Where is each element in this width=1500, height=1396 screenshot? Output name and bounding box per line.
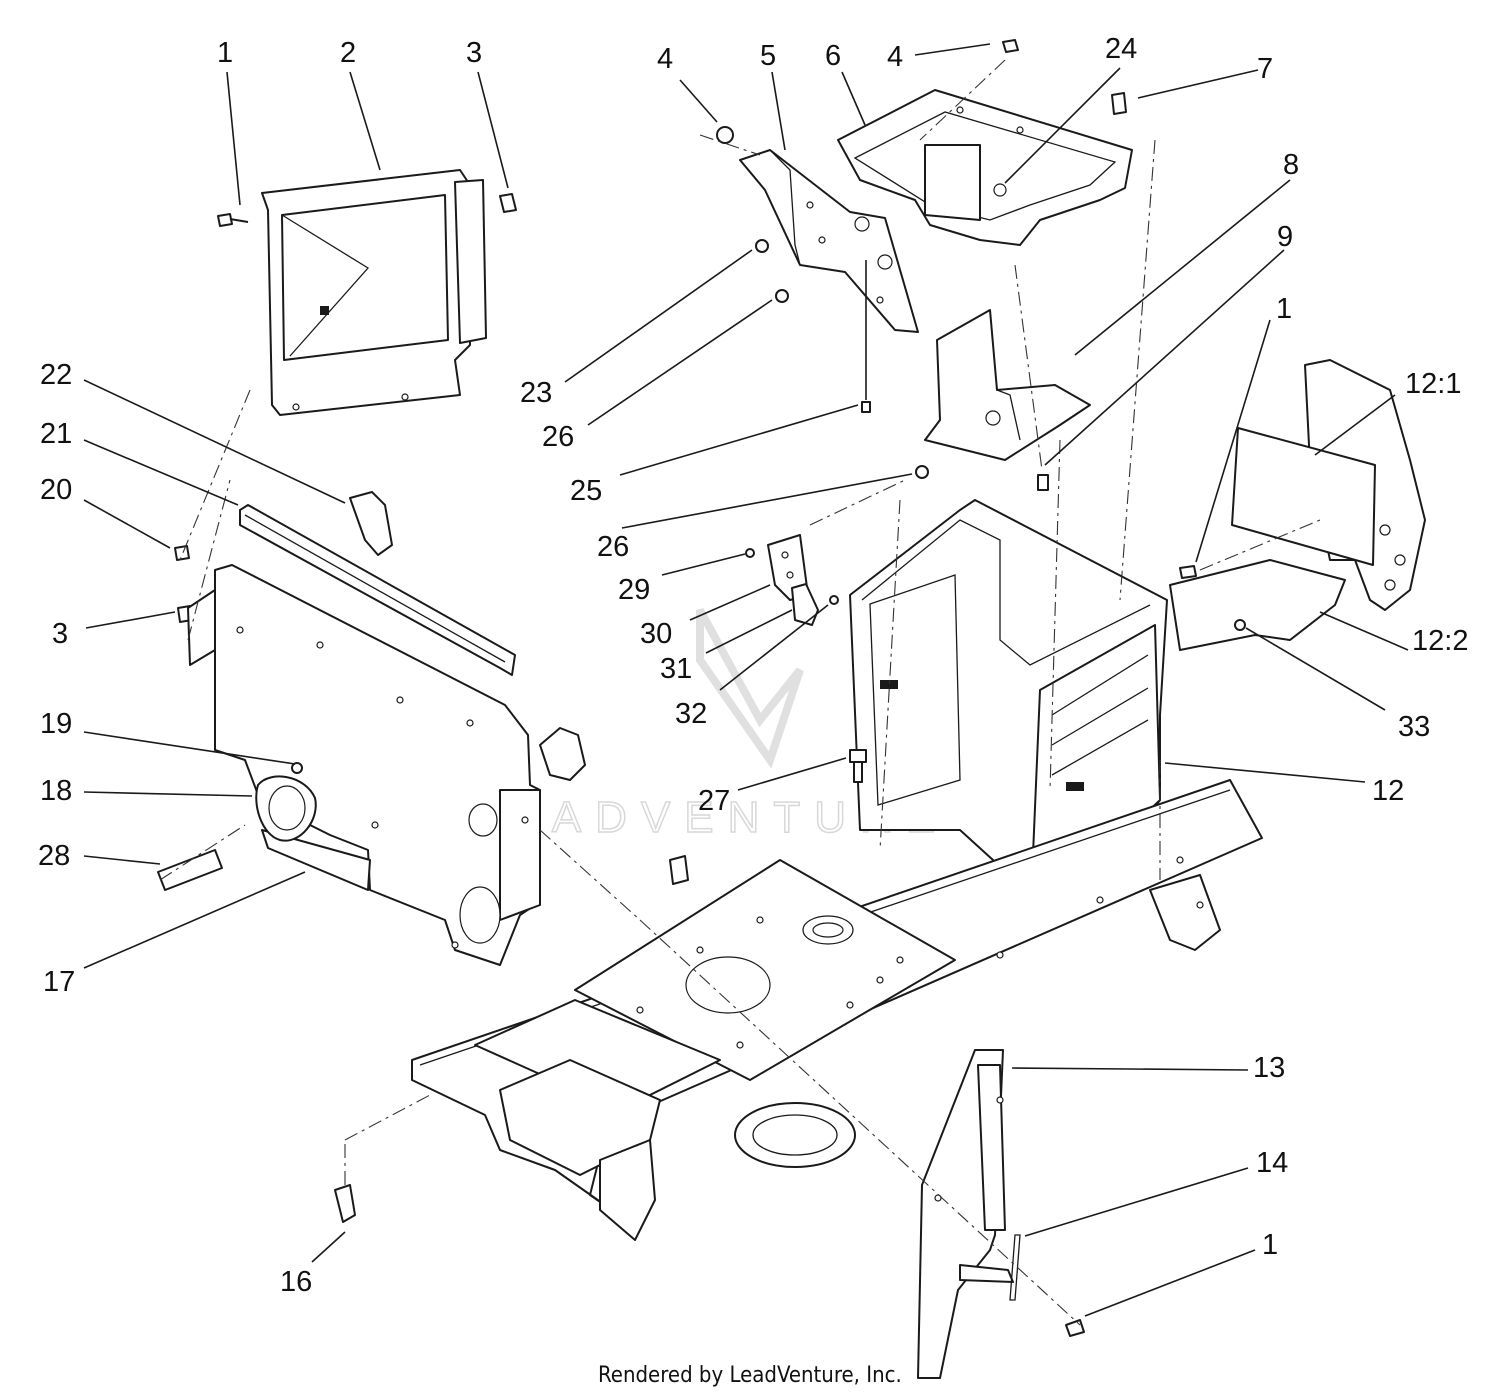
callout-13: 13 [1253,1052,1285,1084]
part-12-2-tube [1169,559,1346,651]
part-33-bolt [1234,619,1246,631]
assembly-lines [159,59,1321,1326]
callout-31: 31 [660,653,692,685]
callout-5: 5 [760,40,776,72]
part-28-spring [157,849,223,891]
part-32-screw [829,595,839,605]
main-frame [411,779,1263,1241]
callout-29: 29 [618,574,650,606]
part-3-clip [499,193,517,213]
part-14-strip [1009,1234,1021,1301]
callout-4: 4 [657,43,673,75]
callout-17: 17 [43,966,75,998]
part-8-mount-bracket [924,309,1091,461]
part-18-knob-inner [268,785,306,831]
part-1-screw-right [1179,565,1197,579]
callout-7: 7 [1257,53,1273,85]
part-23-nut [755,239,769,253]
part-31-switch [791,583,819,626]
callout-3: 3 [52,618,68,650]
callout-19: 19 [40,708,72,740]
callout-12: 12 [1372,775,1404,807]
callout-23: 23 [520,377,552,409]
callout-16: 16 [280,1266,312,1298]
part-26-nut-upper [775,289,789,303]
part-1-screw [217,213,249,227]
callout-25: 25 [570,475,602,507]
callout-3: 3 [466,37,482,69]
callout-18: 18 [40,775,72,807]
callout-21: 21 [40,418,72,450]
part-22-clip [349,491,393,556]
callout-33: 33 [1398,711,1430,743]
part-16-connector [334,1184,356,1223]
callout-26: 26 [597,531,629,563]
footer-credit: Rendered by LeadVenture, Inc. [598,1363,902,1388]
callout-30: 30 [640,618,672,650]
part-29-nut [745,548,755,558]
callout-12-1: 12:1 [1405,368,1461,400]
callout-4: 4 [887,41,903,73]
part-1-screw-bottom [1065,1319,1085,1337]
callout-27: 27 [698,785,730,817]
callout-14: 14 [1256,1147,1288,1179]
part-19-screw [291,762,303,774]
callouts: 1 2 3 4 5 6 4 24 7 8 9 1 12:1 22 21 20 3… [38,33,1468,1298]
pulley [734,1102,856,1168]
part-2-dash-panel [261,169,487,416]
callout-1: 1 [1276,293,1292,325]
part-21-rail [239,504,516,676]
callout-26: 26 [542,421,574,453]
part-4-knob-left [716,126,734,144]
part-5-bracket [739,149,919,333]
part-20-bolt [174,545,190,561]
part-26-nut-lower [915,465,929,479]
callout-1: 1 [1262,1229,1278,1261]
callout-1: 1 [217,37,233,69]
callout-32: 32 [675,698,707,730]
callout-20: 20 [40,474,72,506]
callout-2: 2 [340,37,356,69]
right-bracket-clip [539,727,586,781]
part-17-side-panel [187,564,541,966]
part-27-bolt [849,749,867,783]
callout-22: 22 [40,359,72,391]
part-25-screw [861,401,871,413]
part-9-screw [1037,474,1049,491]
callout-24: 24 [1105,33,1137,65]
part-12-fender [849,499,1168,926]
part-7-clip [1111,92,1127,115]
frame-sensor [669,855,689,885]
leader-lines [83,43,1409,1317]
callout-6: 6 [825,40,841,72]
callout-8: 8 [1283,149,1299,181]
watermark-logo [696,608,804,769]
part-12-1-rear-bracket [1169,359,1426,651]
callout-9: 9 [1277,221,1293,253]
part-4-knob-right [1002,39,1019,53]
part-13-panel [917,1049,1014,1379]
callout-12-2: 12:2 [1412,625,1468,657]
callout-28: 28 [38,840,70,872]
